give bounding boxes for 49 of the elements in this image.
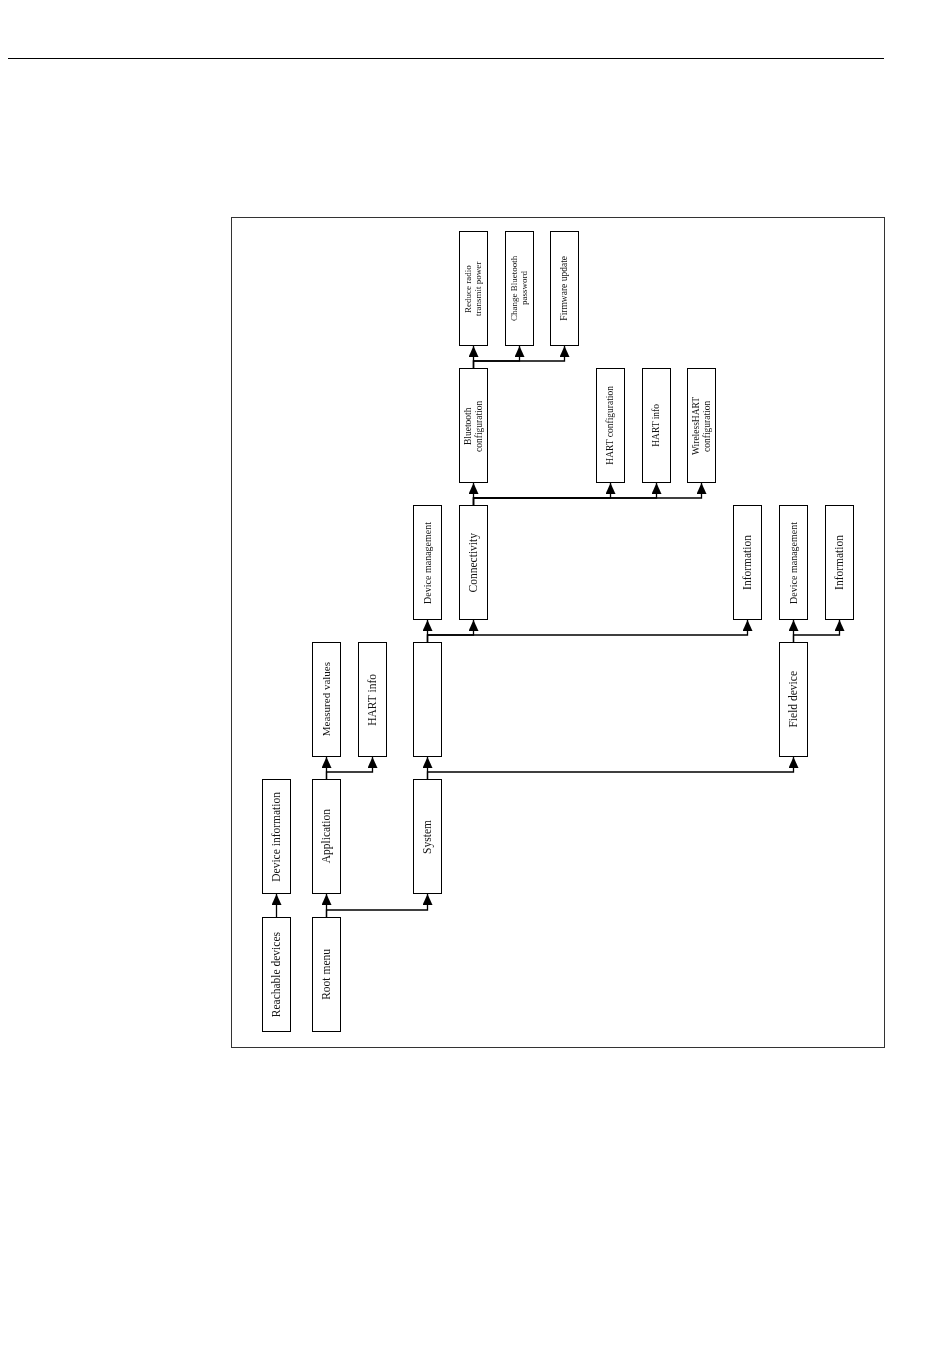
menu-box [262,779,291,894]
menu-label: HART info [651,404,662,447]
menu-label: WirelessHART configuration [690,395,713,457]
menu-label: HART info [366,673,379,726]
menu-box [642,368,671,483]
menu-box [550,231,579,346]
menu-box [733,505,762,620]
menu-label: Device management [421,521,434,604]
arrow [325,893,433,918]
arrow [472,482,707,506]
menu-box [459,231,488,346]
arrow [325,756,378,780]
arrow [426,619,753,643]
menu-box [413,505,442,620]
menu-box [779,642,808,757]
arrow [271,893,282,918]
menu-label: Device management [787,521,800,604]
menu-label: Information [741,535,754,590]
menu-box [262,917,291,1032]
menu-label: Device information [270,791,283,882]
menu-label: HART configuration [605,386,616,465]
menu-box [358,642,387,757]
menu-box [413,779,442,894]
menu-label: Field device [787,671,800,728]
arrow [792,619,845,643]
menu-label: Application [320,809,333,864]
menu-label: Information [833,535,846,590]
menu-box [413,642,442,757]
menu-box [459,368,488,483]
menu-label: Root menu [320,949,333,1000]
menu-box [505,231,534,346]
menu-box [459,505,488,620]
menu-box [312,642,341,757]
menu-label: Bluetooth configuration [462,398,485,454]
menu-box [312,779,341,894]
menu-box [687,368,716,483]
menu-label: Reachable devices [270,931,283,1018]
menu-box [312,917,341,1032]
arrow [472,345,570,369]
menu-box [779,505,808,620]
menu-label: Reduce radio transmit power [463,260,484,318]
menu-label: Change Bluetooth password [509,254,530,324]
arrow [426,756,799,780]
menu-box [596,368,625,483]
menu-box [825,505,854,620]
menu-label: Measured values [320,662,333,737]
menu-label: Firmware update [559,256,570,321]
menu-label: Connectivity [467,532,480,593]
menu-label: System [421,819,434,854]
